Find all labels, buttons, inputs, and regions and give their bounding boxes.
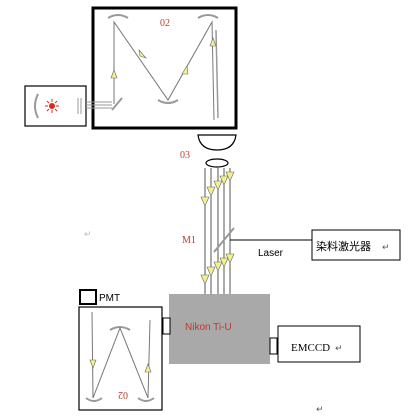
- top-left-mirror: [107, 14, 129, 19]
- source-beam: [86, 101, 112, 109]
- top-optics-box: 02: [91, 6, 238, 130]
- return-mark-icon-3: ↵: [316, 405, 324, 415]
- dichroic-mirror-m1: [213, 227, 235, 253]
- side-flat-mirror: [215, 29, 219, 119]
- microscope-port-left: [162, 317, 171, 335]
- top-right-mirror: [197, 14, 219, 19]
- label-03: 03: [180, 150, 190, 161]
- output-lens-mount: [197, 134, 237, 151]
- return-mark-icon-2: ↵: [335, 344, 343, 354]
- bottom-mirror: [157, 99, 179, 104]
- source-box: [24, 85, 87, 127]
- output-lens: [205, 158, 229, 168]
- laser-source-icon: [45, 99, 59, 113]
- bottom-right-mirror: [137, 397, 155, 402]
- pmt-label: PMT: [99, 293, 120, 304]
- return-mark-icon: ↵: [382, 243, 390, 253]
- beam-arrow-2: [138, 49, 147, 59]
- microscope-label: Nikon Ti-U: [185, 322, 232, 333]
- pmt-detector: [79, 289, 97, 305]
- emccd-box: [277, 325, 361, 363]
- beam-arrow-1: [110, 69, 118, 79]
- microscope-port-right: [269, 337, 278, 355]
- bottom-beam-arrow-2: [144, 363, 152, 373]
- beam-arrow-3: [181, 65, 189, 75]
- microscope-body: [169, 294, 270, 364]
- top-beam-path: [113, 20, 215, 121]
- box-bottom-label: 02: [118, 389, 128, 400]
- box-top-label: 02: [160, 18, 170, 29]
- beam-arrow-4: [209, 37, 217, 47]
- label-m1: M1: [182, 235, 196, 246]
- return-mark-icon-4: ↵: [84, 230, 92, 240]
- lamp-icon: [34, 93, 39, 119]
- beam-arrows-lower: [200, 253, 235, 285]
- bottom-left-mirror: [85, 397, 103, 402]
- dye-laser-box: [311, 229, 401, 261]
- emccd-label: EMCCD: [291, 342, 330, 354]
- dye-laser-label: 染料激光器: [316, 239, 371, 253]
- bottom-beam-arrow-1: [89, 359, 97, 369]
- bottom-optics-box: 02: [78, 306, 163, 411]
- beam-arrows-upper: [200, 171, 235, 207]
- laser-label: Laser: [258, 248, 284, 259]
- input-flat-mirror: [111, 97, 123, 111]
